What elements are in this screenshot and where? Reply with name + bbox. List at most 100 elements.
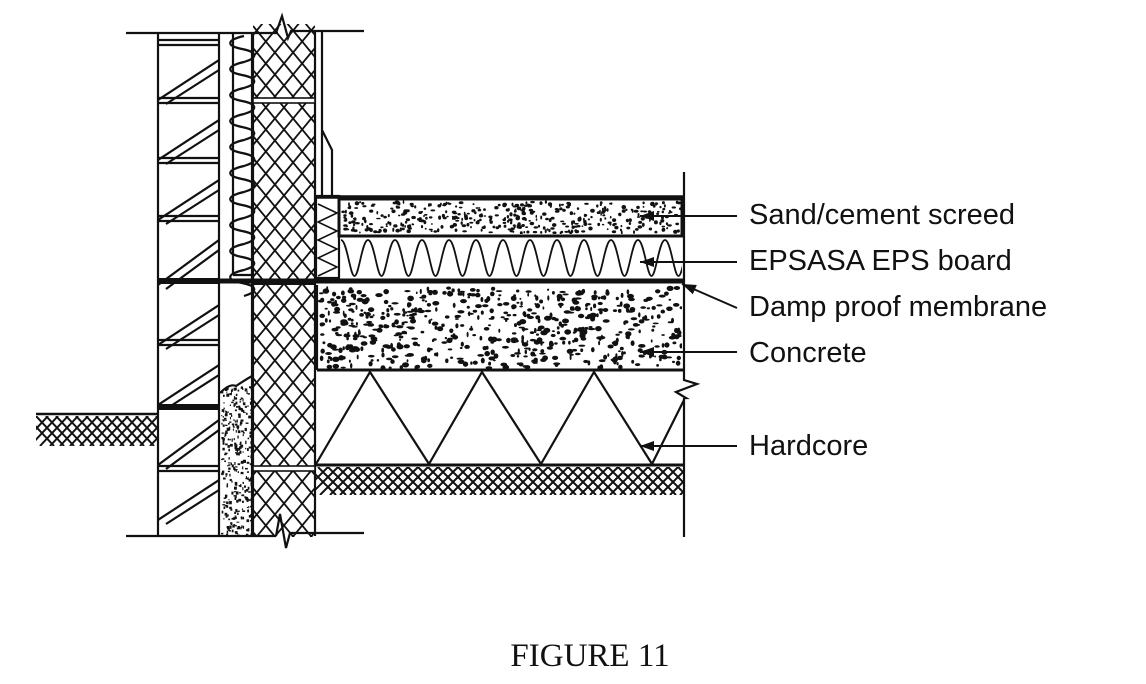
aggregate [523, 347, 531, 350]
dot [391, 209, 396, 214]
hatch [487, 467, 517, 495]
aggregate [520, 301, 523, 306]
aggregate [358, 329, 361, 334]
aggregate [466, 305, 470, 309]
aggregate [569, 306, 575, 310]
speckle [237, 510, 240, 512]
aggregate [573, 337, 579, 343]
aggregate [498, 294, 502, 297]
hatch [688, 467, 716, 495]
aggregate [342, 356, 346, 360]
dot [405, 218, 410, 222]
dot [604, 217, 607, 220]
dot [638, 220, 643, 224]
aggregate [458, 292, 464, 296]
speckle [233, 419, 235, 421]
hatch-line [253, 377, 315, 454]
speckle [235, 470, 237, 472]
aggregate [386, 357, 393, 361]
screed-arrowhead [640, 211, 654, 221]
dot [469, 221, 474, 224]
aggregate [627, 328, 635, 331]
cavity-insulation-wave [229, 34, 256, 298]
speckle [245, 405, 247, 408]
aggregate [403, 321, 408, 324]
dot [636, 216, 641, 218]
aggregate [480, 357, 485, 364]
dot [602, 214, 606, 217]
speckle [229, 413, 232, 415]
aggregate [516, 321, 522, 326]
brick-hatch [165, 189, 219, 225]
speckle [239, 424, 242, 426]
speckle [247, 405, 249, 407]
aggregate [360, 341, 368, 346]
aggregate [350, 318, 354, 322]
dot [438, 215, 442, 220]
dot [345, 225, 348, 228]
dot [407, 225, 412, 229]
hatch [55, 416, 85, 446]
dot [516, 206, 522, 211]
dot [410, 205, 415, 208]
dot [526, 230, 530, 234]
aggregate [582, 329, 588, 335]
aggregate [574, 352, 581, 356]
screed-layer [337, 197, 684, 238]
speckle [233, 524, 236, 526]
aggregate [650, 339, 653, 343]
aggregate [575, 305, 579, 311]
speckle [226, 526, 229, 529]
aggregate [399, 365, 403, 370]
dot [472, 203, 475, 206]
dot [376, 217, 381, 220]
aggregate [484, 350, 491, 357]
hatch-line [253, 24, 264, 36]
dot [525, 226, 529, 229]
hatch [357, 467, 387, 495]
dot [550, 216, 555, 220]
aggregate [462, 291, 465, 297]
aggregate [542, 355, 548, 361]
aggregate [675, 360, 681, 366]
aggregate [381, 311, 385, 315]
aggregate [524, 349, 527, 355]
speckle [229, 535, 231, 537]
aggregate [564, 329, 572, 335]
aggregate [485, 366, 493, 370]
aggregate [497, 297, 501, 301]
aggregate [537, 326, 543, 331]
speckle [232, 517, 236, 520]
aggregate [598, 359, 606, 363]
hatch [537, 467, 567, 495]
aggregate [516, 301, 520, 304]
dot [640, 217, 645, 221]
speckle [234, 420, 237, 423]
aggregate [372, 314, 375, 317]
dot [387, 214, 390, 218]
hatch [160, 416, 188, 446]
dot [597, 222, 601, 227]
speckle [248, 446, 252, 449]
aggregate [352, 347, 358, 351]
aggregate [619, 301, 623, 307]
aggregate [596, 313, 599, 318]
dot [392, 229, 395, 233]
aggregate [319, 313, 326, 318]
speckle [237, 435, 239, 439]
dot [584, 202, 589, 205]
aggregate [470, 325, 473, 331]
dot [353, 223, 356, 227]
aggregate [332, 291, 337, 297]
aggregate [412, 341, 418, 346]
speckle [238, 408, 241, 410]
hatch-line [253, 509, 277, 537]
aggregate [583, 359, 589, 364]
hatch [36, 416, 49, 431]
cavity-wall [126, 12, 364, 549]
speckle [238, 452, 240, 456]
speckle [228, 458, 230, 460]
dot [383, 228, 386, 233]
dot [587, 218, 591, 221]
dot [523, 204, 528, 207]
